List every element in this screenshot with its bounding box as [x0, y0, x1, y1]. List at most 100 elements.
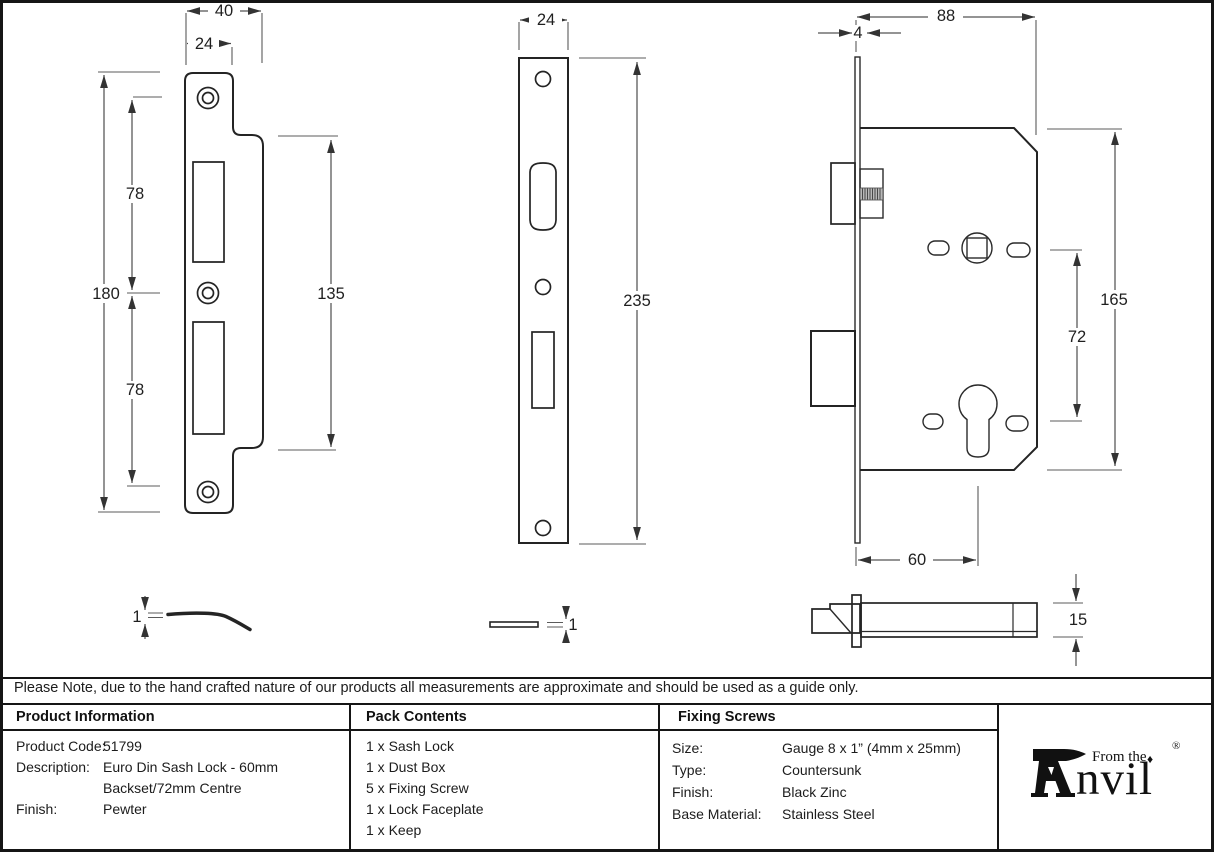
- pack-item: 1 x Sash Lock: [366, 738, 454, 754]
- label-mask: [928, 7, 963, 25]
- case-top-detail-lines: [861, 603, 1037, 637]
- technical-drawing: 40 24 180 78 78 135 24 235: [90, 2, 1133, 666]
- screw-finish-value: Black Zinc: [782, 784, 847, 800]
- label-mask: [529, 11, 562, 29]
- label-mask: [208, 2, 240, 20]
- cylinder-fixing-slot-left: [922, 413, 944, 430]
- label-mask: [188, 35, 219, 52]
- faceplate-latch-cutout: [529, 162, 557, 231]
- screw-base-material-label: Base Material:: [672, 806, 762, 822]
- anvil-icon: [1031, 749, 1086, 797]
- screw-type-value: Countersunk: [782, 762, 862, 778]
- keep-screw-hole-top: [196, 86, 220, 110]
- keep-screw-hole-middle-inner: [201, 286, 215, 300]
- keep-screw-hole-bottom-inner: [201, 485, 215, 499]
- keep-plate-outline: [184, 72, 264, 514]
- lock-extension-lines: [855, 20, 1122, 566]
- lock-side-view: 88 4 165 72 60: [810, 7, 1133, 569]
- latch-knurl-hatching: [862, 188, 881, 200]
- keep-dim-overall-width: 40: [215, 2, 233, 20]
- description-value-line1: Euro Din Sash Lock - 60mm: [103, 759, 279, 775]
- label-mask: [121, 185, 148, 203]
- column-header-pack-contents: Pack Contents: [366, 709, 467, 725]
- keep-dim-slot-width: 24: [195, 35, 213, 53]
- latch-bolt: [830, 162, 856, 225]
- faceplate-thickness-ref-lines: [547, 621, 563, 628]
- keep-profile-view: 1: [132, 596, 252, 639]
- description-label: Description:: [16, 759, 90, 775]
- lock-dim-case-width: 15: [1069, 611, 1087, 629]
- lock-top-view: 15: [811, 574, 1087, 666]
- keep-edge-profile: [166, 611, 252, 632]
- lock-dim-centres: 72: [1068, 328, 1086, 346]
- diamond-icon: ♦: [1147, 752, 1154, 766]
- lock-dim-faceplate-thickness: 4: [853, 24, 862, 42]
- screw-size-value: Gauge 8 x 1” (4mm x 25mm): [782, 740, 961, 756]
- faceplate-dim-width: 24: [537, 11, 555, 29]
- faceplate-screw-hole-bottom: [534, 519, 552, 537]
- label-mask: [90, 284, 122, 303]
- screw-finish-label: Finish:: [672, 784, 714, 800]
- pack-item: 1 x Lock Faceplate: [366, 801, 484, 817]
- measurement-note: Please Note, due to the hand crafted nat…: [14, 680, 859, 696]
- keep-dim-thickness: 1: [132, 608, 141, 626]
- table-divider-3: [997, 705, 999, 852]
- note-row-bottom-border: [0, 703, 1214, 705]
- keep-dim-overall-height: 180: [92, 285, 120, 303]
- label-mask: [1095, 290, 1133, 309]
- table-divider-1: [349, 705, 351, 852]
- keep-extension-lines: [98, 13, 338, 513]
- description-value-line2: Backset/72mm Centre: [103, 780, 242, 796]
- screw-type-label: Type:: [672, 762, 707, 778]
- lock-dim-depth: 88: [937, 7, 955, 25]
- keep-front-view: 40 24 180 78 78 135: [90, 2, 349, 514]
- keep-dim-top-hole-spacing: 78: [126, 185, 144, 203]
- spindle-square: [966, 237, 988, 259]
- column-header-product-information: Product Information: [16, 709, 155, 725]
- product-code-label: Product Code:: [16, 738, 106, 754]
- faceplate-screw-hole-top: [534, 70, 552, 88]
- deadbolt: [810, 330, 856, 407]
- table-divider-2: [658, 705, 660, 852]
- table-header-underline: [0, 729, 998, 731]
- keep-screw-hole-bottom: [196, 480, 220, 504]
- keep-screw-hole-top-inner: [201, 91, 215, 105]
- spindle-fixing-slot-left: [927, 240, 950, 256]
- faceplate-dim-thickness: 1: [568, 616, 577, 634]
- lock-dim-height: 165: [1100, 291, 1128, 309]
- label-mask: [313, 284, 349, 303]
- label-mask: [900, 551, 933, 569]
- faceplate-outline: [518, 57, 569, 544]
- euro-cylinder-hole: [958, 384, 998, 458]
- faceplate-profile-view: 1: [489, 606, 578, 643]
- column-header-fixing-screws: Fixing Screws: [678, 709, 776, 725]
- registered-trademark-icon: ®: [1172, 740, 1181, 752]
- keep-dim-bottom-hole-spacing: 78: [126, 381, 144, 399]
- pack-item: 1 x Dust Box: [366, 759, 446, 775]
- pack-item: 1 x Keep: [366, 822, 422, 838]
- spindle-fixing-slot-right: [1006, 242, 1031, 258]
- spindle-hole: [961, 232, 993, 264]
- faceplate-edge-profile: [489, 621, 539, 628]
- lock-faceplate-edge: [854, 56, 861, 544]
- screw-base-material-value: Stainless Steel: [782, 806, 875, 822]
- keep-thickness-ref-lines: [148, 612, 163, 619]
- faceplate-dim-height: 235: [623, 292, 651, 310]
- case-top-profile: [860, 602, 1038, 638]
- cylinder-fixing-slot-right: [1005, 415, 1029, 432]
- lock-dim-backset: 60: [908, 551, 926, 569]
- label-mask: [853, 25, 864, 41]
- label-mask: [121, 381, 148, 399]
- lock-case-outline: [860, 127, 1038, 471]
- brand-tagline: From the: [1092, 749, 1147, 765]
- latch-bevel-line: [829, 608, 852, 634]
- pack-item: 5 x Fixing Screw: [366, 780, 469, 796]
- keep-dim-wide-section: 135: [317, 285, 345, 303]
- note-row-top-border: [0, 677, 1214, 679]
- faceplate-front-view: 24 235: [518, 11, 656, 545]
- screw-size-label: Size:: [672, 740, 704, 756]
- finish-label: Finish:: [16, 801, 58, 817]
- keep-bolt-cutouts: [192, 161, 225, 435]
- faceplate-extension-lines: [518, 22, 646, 545]
